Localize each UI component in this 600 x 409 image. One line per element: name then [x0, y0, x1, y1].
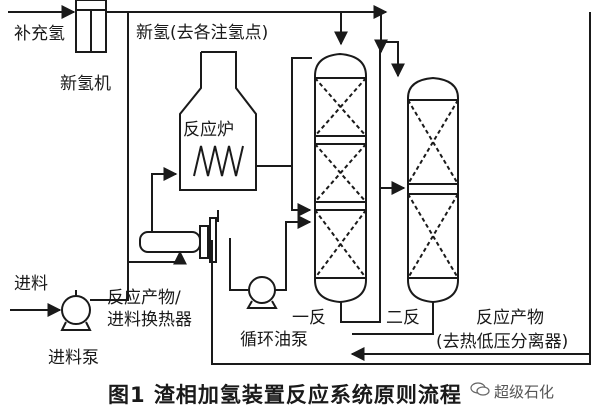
feed-label: 进料 [14, 274, 48, 294]
product-label-line1: 反应产物 [476, 308, 544, 328]
product-out-line [211, 12, 591, 365]
recycle-pump-icon [246, 276, 278, 309]
figure-caption: 图1 渣相加氢装置反应系统原则流程 [108, 383, 462, 407]
compressor-icon [75, 0, 107, 53]
pump-to-exchanger [90, 262, 129, 301]
wechat-icon [470, 382, 490, 396]
watermark: 超级石化 [494, 383, 555, 401]
r2-outlet-line [352, 302, 434, 335]
feed-to-exchanger [128, 250, 187, 265]
product-label-line2: (去热低压分离器) [436, 332, 569, 352]
process-flow-diagram [8, 0, 591, 365]
heat-exchanger-icon [139, 217, 217, 263]
reactor2-vessel-icon [407, 76, 459, 304]
recycle-pump-discharge [275, 215, 312, 291]
exchanger-label-line2: 进料换热器 [107, 310, 192, 330]
makeup-h2-label: 补充氢 [14, 24, 65, 44]
r1-to-r2-line [340, 41, 405, 323]
feed-pump-icon [60, 290, 92, 331]
reactor1-label: 一反 [292, 308, 326, 328]
furnace-label: 反应炉 [183, 120, 234, 140]
reactor2-label: 二反 [386, 308, 420, 328]
new-h2-label: 新氢(去各注氢点) [136, 23, 269, 43]
quench-to-reactor1 [291, 166, 312, 217]
recycle-pump-line [229, 238, 248, 291]
exchanger-label-line1: 反应产物/ [107, 288, 181, 308]
furnace-icon [179, 51, 257, 191]
exchanger-to-furnace [151, 167, 178, 232]
recycle-pump-label: 循环油泵 [240, 330, 308, 350]
furnace-outlet-line [256, 57, 312, 167]
compressor-label: 新氢机 [60, 74, 111, 94]
feed-pump-label: 进料泵 [48, 348, 99, 368]
reactor1-vessel-icon [314, 52, 367, 304]
